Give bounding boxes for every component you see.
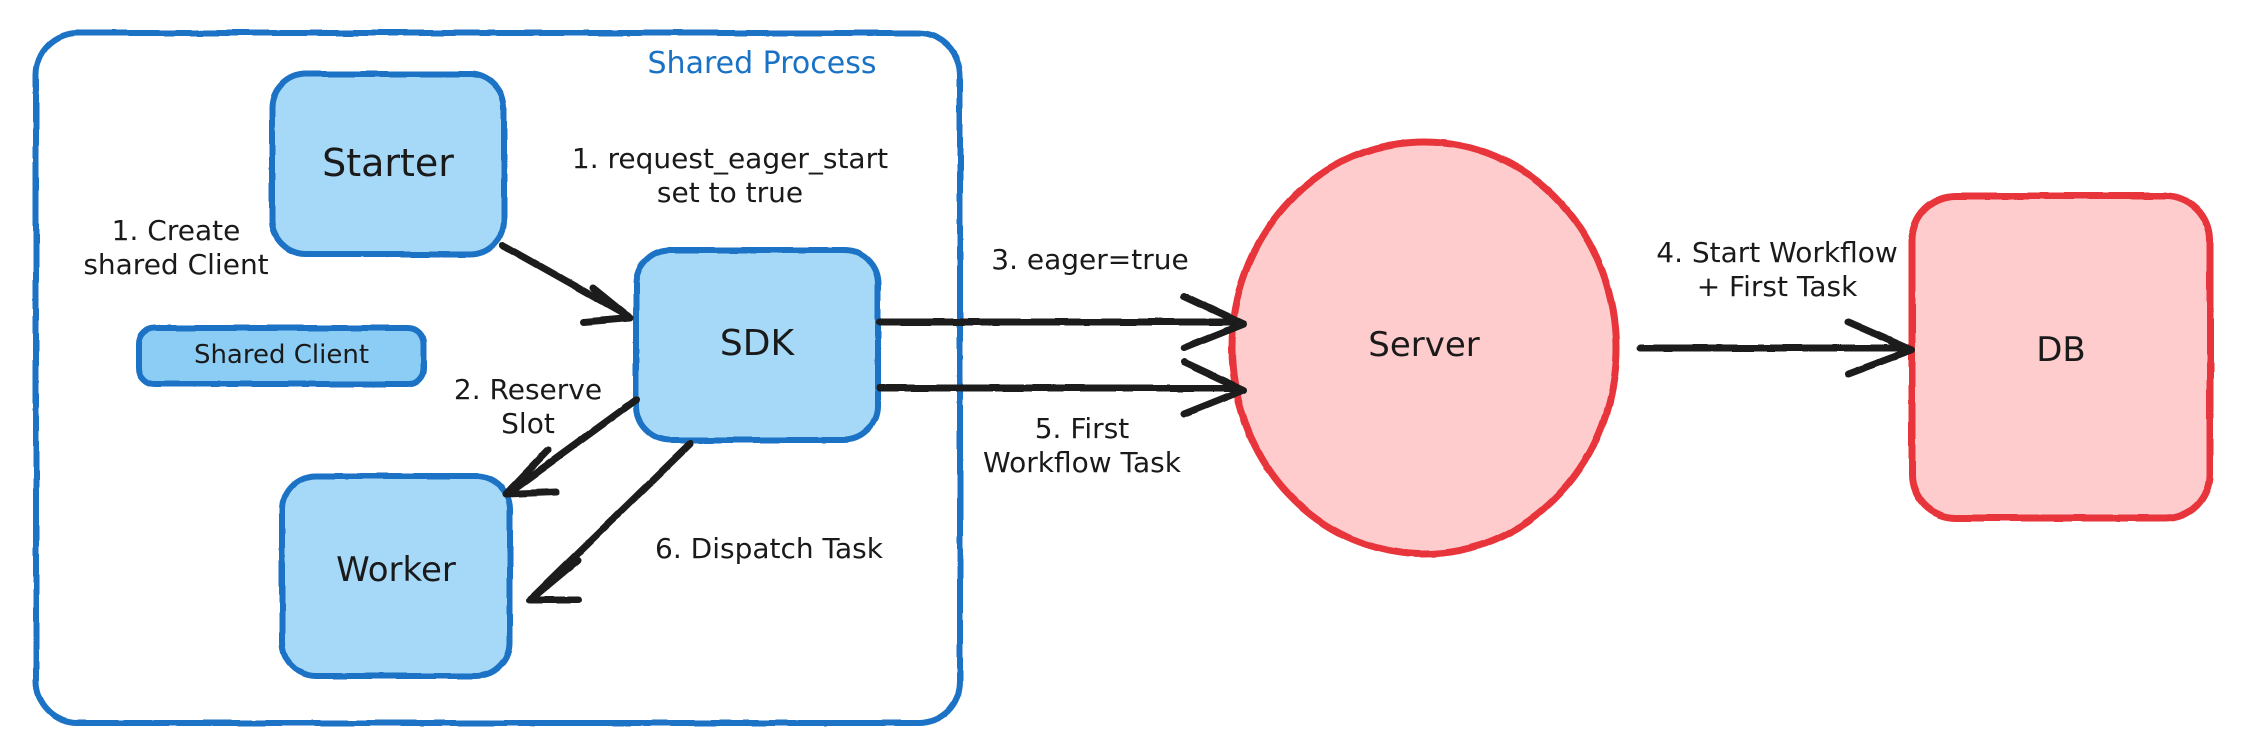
node-sdk[interactable] xyxy=(636,250,878,440)
node-worker[interactable] xyxy=(282,476,510,676)
edge-sdk-to-server-first-task xyxy=(876,358,1248,418)
shared-process-container xyxy=(33,30,963,726)
node-shared-client-shape[interactable] xyxy=(136,325,427,387)
node-sdk-shape[interactable] xyxy=(633,247,881,443)
node-starter-shape[interactable] xyxy=(269,71,507,257)
node-db-shape[interactable] xyxy=(1908,192,2214,522)
node-worker-shape[interactable] xyxy=(279,473,513,679)
node-shared-client[interactable] xyxy=(139,328,424,384)
edge-sdk-to-worker-reserve-slot xyxy=(502,396,640,498)
node-db[interactable] xyxy=(1912,196,2210,518)
edge-sdk-to-worker-dispatch-task xyxy=(526,440,694,604)
node-starter[interactable] xyxy=(272,74,504,254)
node-server[interactable] xyxy=(1232,142,1616,554)
edge-sdk-to-server-eager xyxy=(876,292,1248,352)
edge-server-to-db xyxy=(1636,318,1916,378)
node-server-shape[interactable] xyxy=(1228,138,1620,558)
edge-starter-to-sdk xyxy=(498,241,634,326)
